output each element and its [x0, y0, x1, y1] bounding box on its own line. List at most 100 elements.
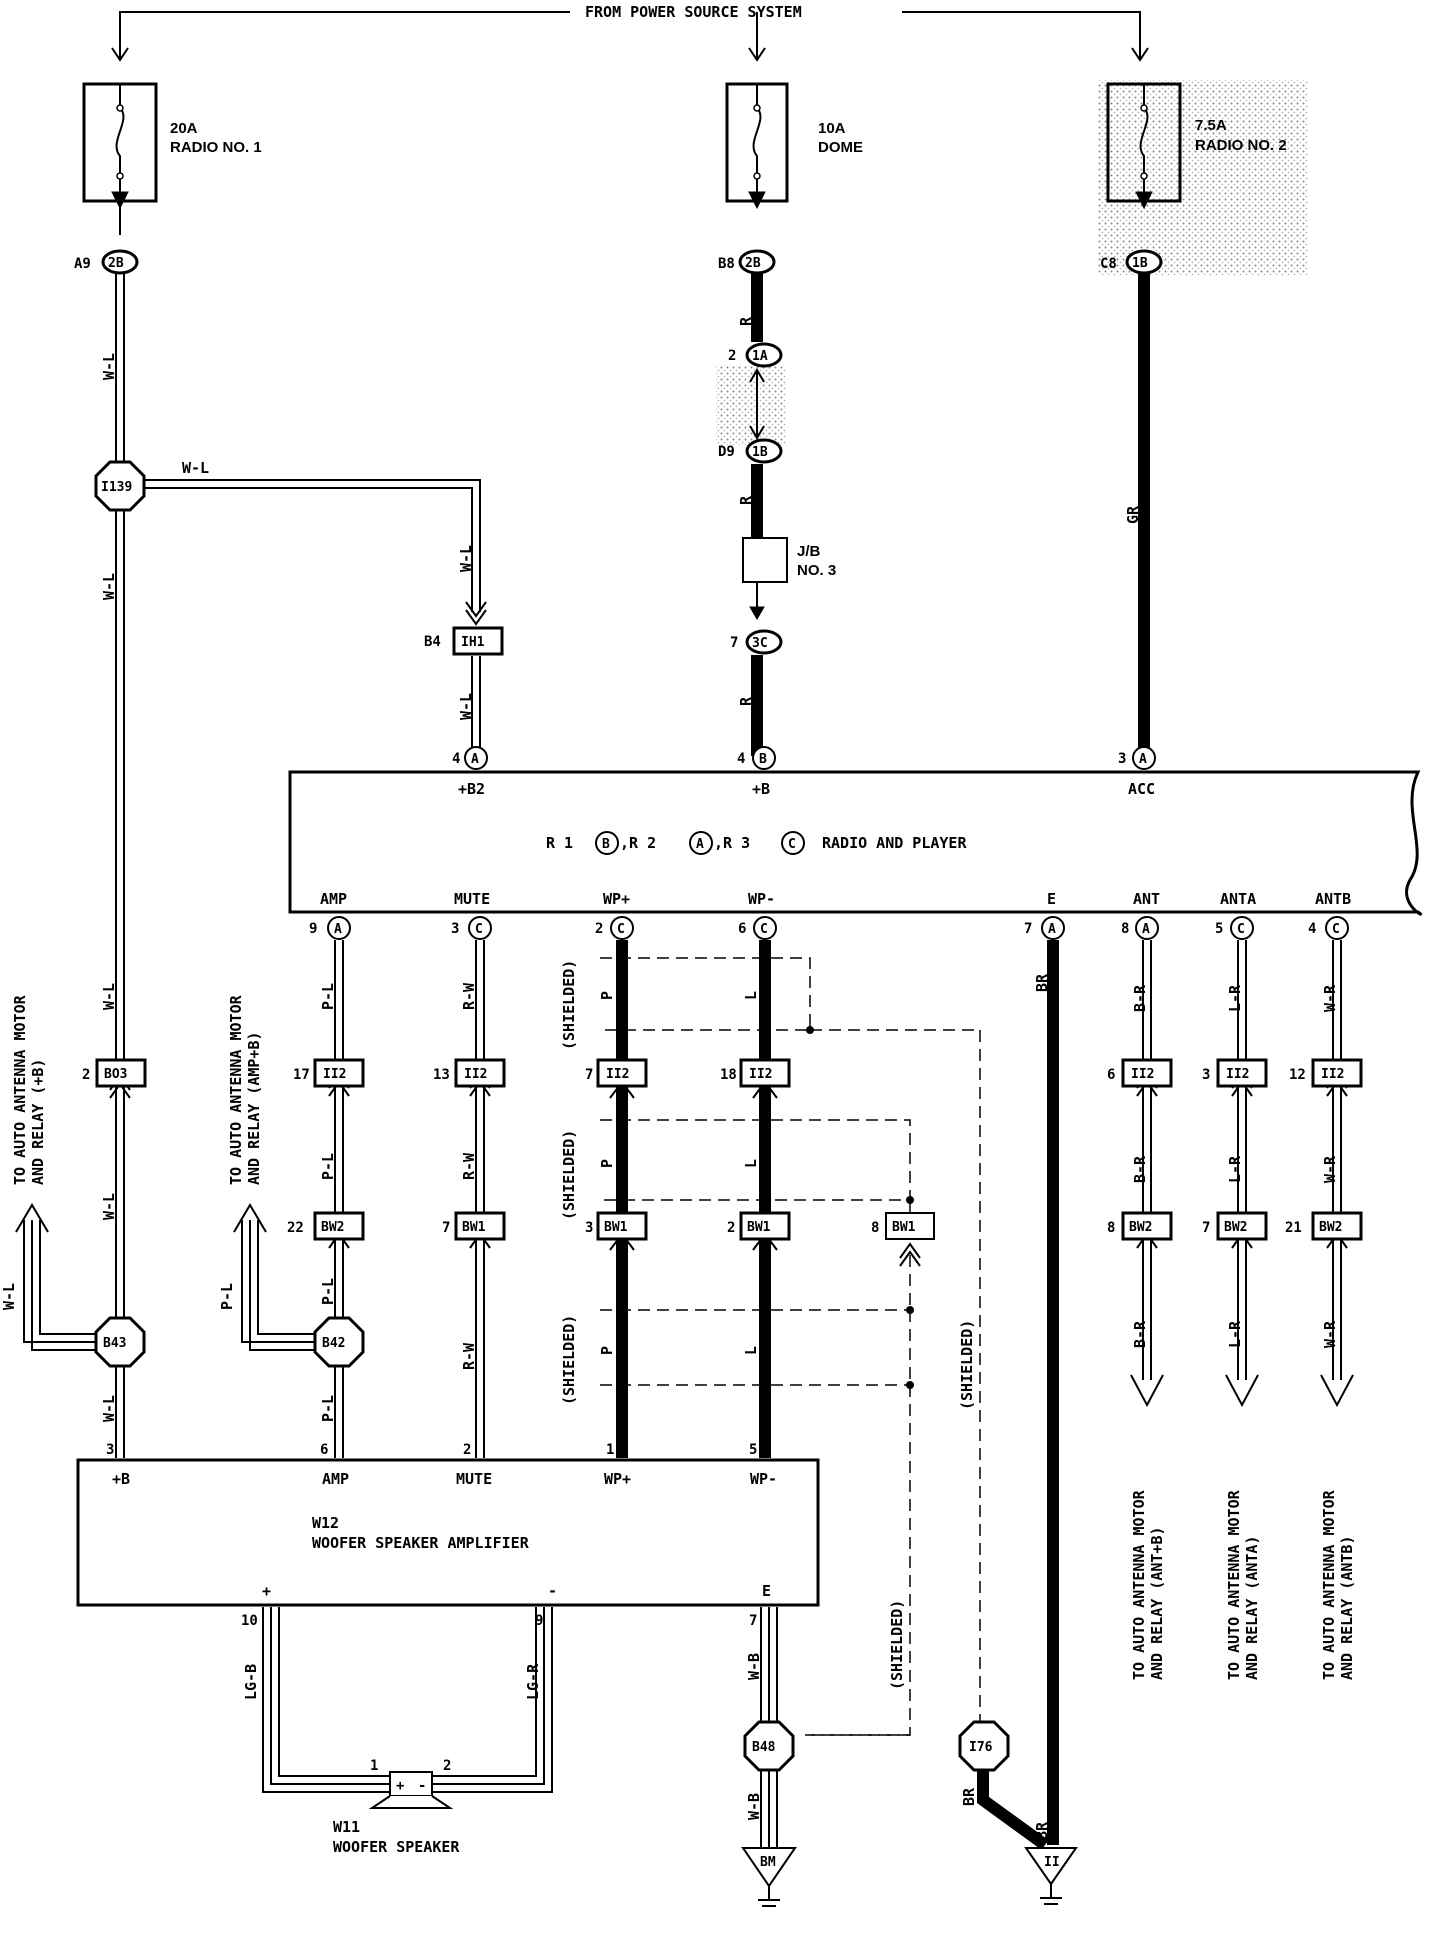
connector-pin: 21 — [1285, 1220, 1302, 1236]
pin-number: 6 — [320, 1442, 328, 1458]
connector-ii2-7: 7 II2 — [585, 1058, 648, 1088]
wire-color: L-R — [1226, 1155, 1244, 1183]
jb-label: NO. 3 — [797, 562, 836, 579]
pin-letter: B — [759, 752, 767, 767]
wire-color: W-R — [1321, 1155, 1339, 1183]
wire-color: W-L — [0, 1283, 18, 1310]
pin-number: 5 — [749, 1442, 757, 1458]
connector-pin: B4 — [424, 634, 441, 650]
connector-ii2-17: 17 II2 — [293, 1058, 365, 1088]
wire-color: W-R — [1321, 1320, 1339, 1348]
pin-letter: A — [1139, 752, 1147, 767]
connector-bw1-8: 8 BW1 — [871, 1212, 935, 1267]
speaker-minus: - — [418, 1778, 426, 1794]
pin-name: - — [548, 1582, 557, 1600]
connector-pin: 2 — [727, 1220, 735, 1236]
connector-bw1-3: 3 BW1 — [585, 1211, 648, 1241]
connector-pin: 8 — [871, 1220, 879, 1236]
pin-letter: A — [334, 922, 342, 937]
connector-pin: 2 — [728, 348, 736, 364]
wire-color: P-L — [319, 1278, 337, 1305]
connector-pin: 7 — [730, 635, 738, 651]
pin-number: 6 — [738, 921, 746, 937]
pin-name: WP- — [748, 890, 775, 908]
radio-and-player: R 1 B ,R 2 A ,R 3 C RADIO AND PLAYER — [288, 770, 1422, 916]
connector-pin: C8 — [1100, 256, 1117, 272]
connector-bw2-7: 7 BW2 — [1202, 1211, 1268, 1241]
wire-color: W-L — [100, 1395, 118, 1422]
connector-pin: 7 — [442, 1220, 450, 1236]
pin-letter: C — [760, 922, 768, 937]
connector-pin: 8 — [1107, 1220, 1115, 1236]
ground-label: II — [1044, 1855, 1060, 1870]
splice-b48: B48 — [743, 1720, 795, 1772]
splice-b42: B42 — [313, 1316, 365, 1368]
fuse-dome: 10A DOME — [725, 82, 863, 203]
connector-id: BW2 — [1129, 1220, 1152, 1235]
radio-letter: A — [696, 837, 704, 852]
wire-color: BR — [1033, 1821, 1051, 1840]
connector-bw1-2: 2 BW1 — [727, 1211, 791, 1241]
connector-id: II2 — [1226, 1067, 1249, 1082]
connector-id: 1A — [752, 349, 768, 364]
wire-color: W-L — [457, 693, 475, 720]
connector-id: BW2 — [1319, 1220, 1342, 1235]
connector-id: 1B — [752, 445, 768, 460]
pin-name: WP- — [750, 1470, 777, 1488]
connector-bo3: 2 BO3 — [82, 1058, 147, 1088]
pin-name: ANTA — [1220, 890, 1256, 908]
wire-color: L — [742, 991, 760, 1000]
connector-bw2-22: 22 BW2 — [287, 1211, 365, 1241]
jb-label: J/B — [797, 543, 821, 560]
pin-letter: C — [1332, 922, 1340, 937]
wire-color: B-R — [1131, 984, 1149, 1012]
ground-ii: II — [1024, 1847, 1078, 1905]
destination-anta: TO AUTO ANTENNA MOTOR AND RELAY (ANTA) — [1225, 1489, 1261, 1680]
amplifier-id: W12 — [312, 1514, 339, 1532]
pin-number: 3 — [451, 921, 459, 937]
wire-pl — [233, 940, 350, 1458]
connector-d9: D9 1B — [718, 438, 783, 464]
wire-color: P-L — [319, 983, 337, 1010]
radio-title-part: ,R 2 — [620, 834, 656, 852]
pin-name: WP+ — [603, 890, 630, 908]
connector-ii2-6: 6 II2 — [1107, 1058, 1173, 1088]
radio-top-pin-b2: 4 A +B2 — [452, 746, 488, 798]
pin-name: E — [762, 1582, 771, 1600]
power-source-header — [111, 11, 1149, 62]
wire-color: P-L — [319, 1153, 337, 1180]
connector-id: II2 — [464, 1067, 487, 1082]
pin-name: +B — [112, 1470, 130, 1488]
shielded-label: (SHIELDED) — [888, 1600, 906, 1690]
ground-label: BM — [760, 1855, 776, 1870]
connector-ii2-12: 12 II2 — [1289, 1058, 1363, 1088]
fuse-name: DOME — [818, 139, 863, 156]
connector-id: 2B — [108, 256, 124, 271]
connector-ii2-3: 3 II2 — [1202, 1058, 1268, 1088]
connector-id: II2 — [323, 1067, 346, 1082]
ground-bm: BM — [741, 1847, 797, 1907]
fuse-rating: 20A — [170, 120, 198, 137]
pin-number: 5 — [1215, 921, 1223, 937]
connector-id: BW2 — [1224, 1220, 1247, 1235]
shade-junction — [716, 365, 786, 445]
connector-pin: 3 — [1202, 1067, 1210, 1083]
wire-color: L — [742, 1346, 760, 1355]
connector-id: BW2 — [321, 1220, 344, 1235]
connector-id: BW1 — [604, 1220, 628, 1235]
destination-line: AND RELAY (AMP+B) — [245, 1031, 263, 1185]
connector-c8: C8 1B — [1100, 249, 1163, 275]
wire-color: L-R — [1226, 1320, 1244, 1348]
splice-b43: B43 — [94, 1316, 146, 1368]
pin-name: ANT — [1133, 890, 1160, 908]
pin-number: 9 — [309, 921, 317, 937]
pin-number: 4 — [452, 751, 460, 767]
wire-r-dome — [748, 191, 766, 756]
wire-rw — [469, 940, 491, 1458]
wire-gr — [1135, 191, 1153, 756]
pin-number: 1 — [606, 1442, 614, 1458]
speaker-name: WOOFER SPEAKER — [333, 1838, 460, 1856]
connector-ii2-13: 13 II2 — [433, 1058, 506, 1088]
speaker-pin: 1 — [370, 1758, 378, 1774]
